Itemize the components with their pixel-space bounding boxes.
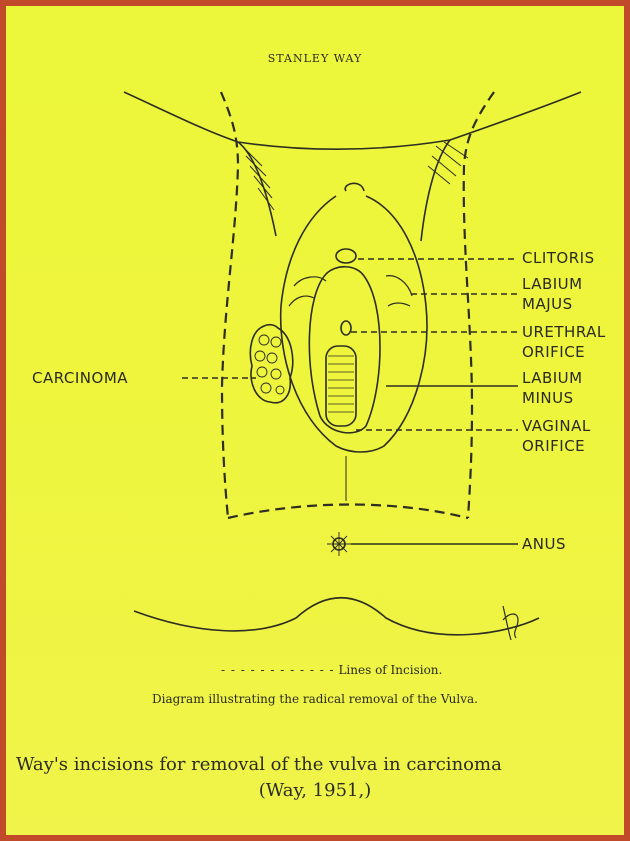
- incision-left: [221, 92, 238, 518]
- labium-majus-shape: [281, 196, 427, 452]
- artist-signature: [503, 606, 518, 640]
- legend-dashes: - - - - - - - - - - - -: [221, 663, 335, 677]
- left-hatching: [244, 148, 274, 210]
- urethral-orifice-shape: [341, 321, 351, 335]
- left-thigh-contour: [238, 142, 276, 236]
- label-urethral-line1: URETHRAL: [522, 322, 606, 342]
- legend-text: Lines of Incision.: [338, 663, 442, 677]
- anus-rays: [327, 532, 351, 556]
- label-labium-majus-line2: MAJUS: [522, 294, 573, 314]
- figure-caption-line2: (Way, 1951,): [6, 780, 624, 801]
- label-carcinoma: CARCINOMA: [32, 368, 128, 388]
- label-vaginal-line1: VAGINAL: [522, 416, 591, 436]
- legend: - - - - - - - - - - - - Lines of Incisio…: [221, 663, 442, 677]
- vaginal-orifice-shape: [326, 346, 356, 426]
- label-urethral-line2: ORIFICE: [522, 342, 585, 362]
- label-anus: ANUS: [522, 534, 566, 554]
- incision-right: [464, 92, 494, 518]
- carcinoma-texture: [255, 335, 284, 394]
- incision-bottom: [228, 505, 468, 519]
- vaginal-rugae: [328, 356, 354, 412]
- label-labium-majus-line1: LABIUM: [522, 274, 583, 294]
- right-thigh-contour: [421, 140, 450, 241]
- labium-minus-shape: [309, 267, 380, 433]
- incision-lines: [221, 92, 494, 518]
- label-labium-minus-line2: MINUS: [522, 388, 574, 408]
- figure-caption-line1: Way's incisions for removal of the vulva…: [16, 754, 630, 775]
- clitoral-hood: [345, 183, 364, 191]
- label-labium-minus-line1: LABIUM: [522, 368, 583, 388]
- buttock-contour: [134, 598, 539, 635]
- header-title: STANLEY WAY: [6, 52, 624, 65]
- right-hatching: [428, 142, 468, 184]
- label-clitoris: CLITORIS: [522, 248, 595, 268]
- abdomen-contour: [124, 92, 581, 149]
- label-vaginal-line2: ORIFICE: [522, 436, 585, 456]
- diagram-caption: Diagram illustrating the radical removal…: [6, 692, 624, 706]
- clitoris-shape: [336, 249, 356, 263]
